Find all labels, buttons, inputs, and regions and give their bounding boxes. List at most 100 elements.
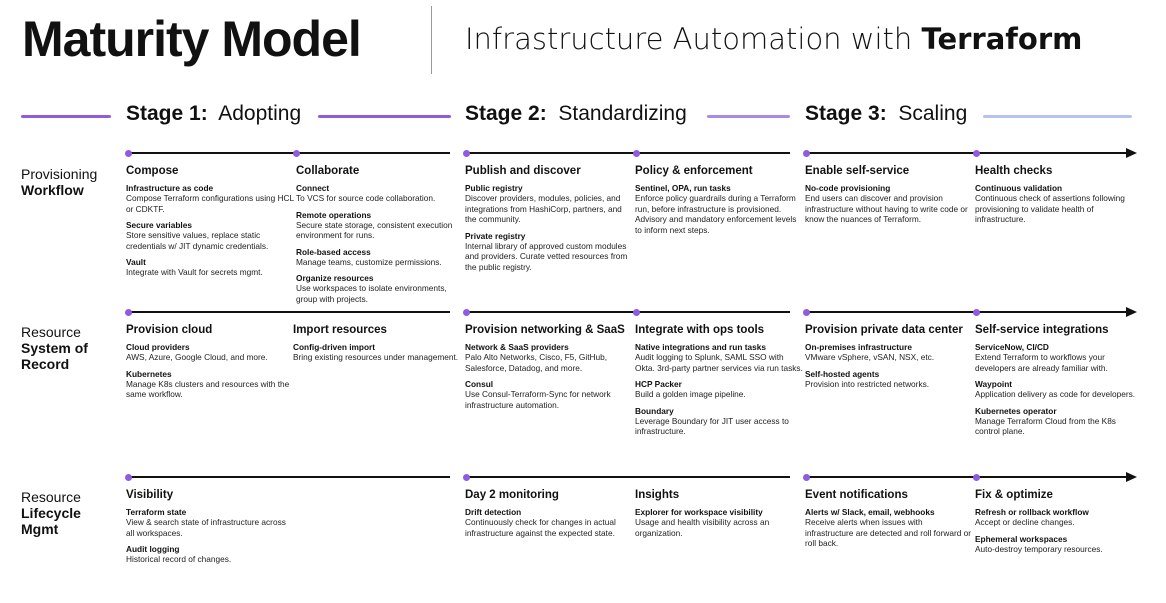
timeline-segment bbox=[466, 311, 790, 313]
timeline-dot bbox=[125, 473, 132, 481]
capability-item-title: Role-based access bbox=[296, 246, 371, 257]
capability-item-description: VMware vSphere, vSAN, NSX, etc. bbox=[805, 352, 935, 362]
capability-item-title: Remote operations bbox=[296, 209, 372, 220]
timeline-segment bbox=[466, 152, 790, 154]
stage-1-number: Stage 1: bbox=[126, 102, 208, 125]
capability-item-title: Infrastructure as code bbox=[126, 183, 214, 193]
timeline-segment bbox=[466, 476, 790, 478]
capability-heading: Day 2 monitoring bbox=[465, 489, 559, 501]
capability-item-description: Accept or decline changes. bbox=[975, 517, 1075, 527]
capability-item-title: Self-hosted agents bbox=[805, 368, 880, 379]
capability-item-description: Continuous check of assertions following… bbox=[975, 193, 1125, 224]
timeline-segment bbox=[805, 152, 1126, 154]
page-title: Maturity Model bbox=[22, 11, 362, 67]
capability-item-description: Application delivery as code for develop… bbox=[975, 389, 1136, 399]
arrow-right-icon bbox=[1126, 148, 1137, 158]
capability-item-description: Store sensitive values, replace static c… bbox=[126, 230, 269, 251]
capability-item-description: Enforce policy guardrails during a Terra… bbox=[635, 193, 797, 235]
capability-item-description: Extend Terraform to workflows your devel… bbox=[975, 352, 1108, 373]
capability-item-title: ServiceNow, CI/CD bbox=[975, 342, 1049, 352]
capability-heading: Collaborate bbox=[296, 165, 360, 177]
arrow-right-icon bbox=[1126, 472, 1137, 482]
capability-item-description: Provision into restricted networks. bbox=[805, 378, 930, 389]
stage-bar-2 bbox=[707, 115, 790, 118]
capability-item-description: End users can discover and provision inf… bbox=[805, 193, 968, 224]
capability-item-description: Internal library of approved custom modu… bbox=[465, 240, 628, 272]
capability-item-description: View & search state of infrastructure ac… bbox=[126, 517, 286, 538]
timeline-segment bbox=[128, 476, 450, 478]
capability-heading: Self-service integrations bbox=[975, 324, 1109, 336]
stage-2-name: Standardizing bbox=[558, 102, 687, 125]
timeline-dot bbox=[803, 308, 810, 316]
capability-heading: Compose bbox=[126, 165, 179, 177]
capability-item-title: Kubernetes bbox=[126, 368, 172, 379]
stage-1-name: Adopting bbox=[218, 102, 302, 125]
stage-2-heading: Stage 2: Standardizing bbox=[465, 102, 687, 126]
row-label-bold: System of Record bbox=[21, 340, 88, 372]
capability-heading: Integrate with ops tools bbox=[635, 324, 765, 336]
timeline-dot bbox=[633, 308, 640, 316]
timeline-segment bbox=[128, 311, 450, 313]
timeline-dot bbox=[803, 149, 810, 157]
capability-item-description: Bring existing resources under managemen… bbox=[293, 352, 459, 362]
capability-item-description: Historical record of changes. bbox=[126, 554, 232, 564]
row-label-line: Provisioning bbox=[21, 166, 98, 182]
header-divider bbox=[431, 6, 432, 74]
timeline-segment bbox=[805, 311, 1126, 313]
capability-heading: Provision private data center bbox=[805, 324, 963, 336]
capability-heading: Enable self-service bbox=[805, 165, 910, 177]
capability-item-description: Manage Terraform Cloud from the K8s cont… bbox=[975, 415, 1116, 437]
capability-heading: Publish and discover bbox=[465, 165, 581, 177]
row-label-provisioning: Provisioning Workflow bbox=[21, 166, 97, 198]
stage-3-name: Scaling bbox=[898, 102, 968, 125]
row-label-lifecycle: Resource Lifecycle Mgmt bbox=[21, 489, 91, 537]
capability-heading: Fix & optimize bbox=[975, 489, 1053, 501]
capability-item-title: Private registry bbox=[465, 230, 526, 241]
capability-item-title: Connect bbox=[296, 183, 330, 193]
capability-item-description: Leverage Boundary for JIT user access to… bbox=[635, 415, 789, 437]
capability-item-description: Build a golden image pipeline. bbox=[635, 389, 746, 399]
timeline-dot bbox=[463, 473, 470, 481]
capability-item-title: Alerts w/ Slack, email, webhooks bbox=[805, 507, 935, 517]
row-label-system-of-record: Resource System of Record bbox=[21, 324, 91, 372]
capability-item-description: Palo Alto Networks, Cisco, F5, GitHub, S… bbox=[465, 352, 608, 373]
capability-item-description: Audit logging to Splunk, SAML SSO with O… bbox=[635, 352, 803, 373]
capability-item-title: Vault bbox=[126, 257, 146, 267]
timeline-dot bbox=[463, 149, 470, 157]
timeline-dot bbox=[633, 149, 640, 157]
capability-item-description: To VCS for source code collaboration. bbox=[296, 193, 436, 203]
timeline-dot bbox=[125, 149, 132, 157]
timeline-dot bbox=[293, 149, 300, 157]
stage-3-number: Stage 3: bbox=[805, 102, 887, 125]
capability-item-title: Organize resources bbox=[296, 273, 374, 283]
capability-item-title: Sentinel, OPA, run tasks bbox=[635, 183, 731, 193]
row-label-bold: Workflow bbox=[21, 182, 84, 198]
